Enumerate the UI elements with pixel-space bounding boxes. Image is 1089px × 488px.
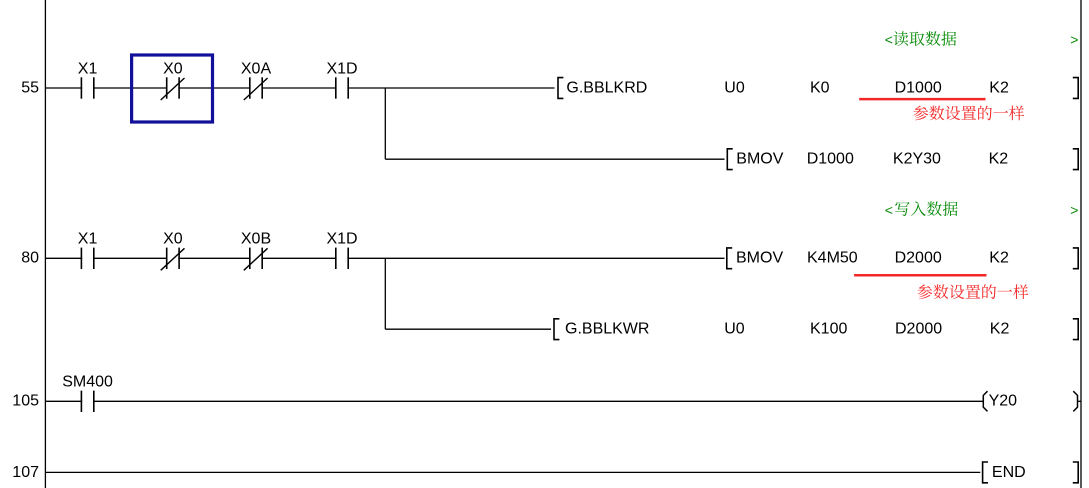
svg-text:X0A: X0A bbox=[241, 60, 272, 77]
svg-text:X0B: X0B bbox=[241, 231, 271, 248]
svg-text:X0: X0 bbox=[163, 60, 183, 77]
svg-text:K4M50: K4M50 bbox=[807, 250, 858, 267]
svg-text:D1000: D1000 bbox=[807, 151, 854, 168]
svg-text:G.BBLKRD: G.BBLKRD bbox=[566, 79, 647, 96]
svg-text:<: < bbox=[885, 32, 893, 48]
svg-text:<: < bbox=[885, 202, 893, 218]
svg-text:K2Y30: K2Y30 bbox=[893, 151, 941, 168]
svg-text:K2: K2 bbox=[990, 321, 1010, 338]
svg-text:>: > bbox=[1070, 32, 1078, 48]
svg-text:D1000: D1000 bbox=[895, 79, 942, 96]
svg-text:D2000: D2000 bbox=[895, 250, 942, 267]
svg-text:105: 105 bbox=[12, 393, 39, 410]
svg-text:END: END bbox=[992, 464, 1026, 481]
svg-text:K0: K0 bbox=[810, 79, 830, 96]
svg-text:BMOV: BMOV bbox=[736, 250, 783, 267]
svg-text:55: 55 bbox=[21, 79, 39, 96]
svg-text:X1: X1 bbox=[78, 60, 98, 77]
svg-text:D2000: D2000 bbox=[895, 321, 942, 338]
svg-text:X1D: X1D bbox=[326, 231, 357, 248]
svg-text:80: 80 bbox=[21, 250, 39, 267]
svg-text:K100: K100 bbox=[810, 321, 847, 338]
svg-text:Y20: Y20 bbox=[989, 393, 1018, 410]
svg-text:SM400: SM400 bbox=[62, 374, 113, 391]
svg-text:K2: K2 bbox=[989, 250, 1009, 267]
svg-text:K2: K2 bbox=[989, 151, 1009, 168]
svg-text:U0: U0 bbox=[724, 321, 745, 338]
svg-text:BMOV: BMOV bbox=[736, 151, 783, 168]
svg-text:X0: X0 bbox=[163, 231, 183, 248]
svg-text:X1: X1 bbox=[78, 231, 98, 248]
svg-text:G.BBLKWR: G.BBLKWR bbox=[565, 321, 649, 338]
svg-text:>: > bbox=[1070, 202, 1078, 218]
svg-text:U0: U0 bbox=[724, 79, 745, 96]
svg-text:X1D: X1D bbox=[326, 60, 357, 77]
svg-text:107: 107 bbox=[12, 464, 39, 481]
svg-text:K2: K2 bbox=[989, 79, 1009, 96]
